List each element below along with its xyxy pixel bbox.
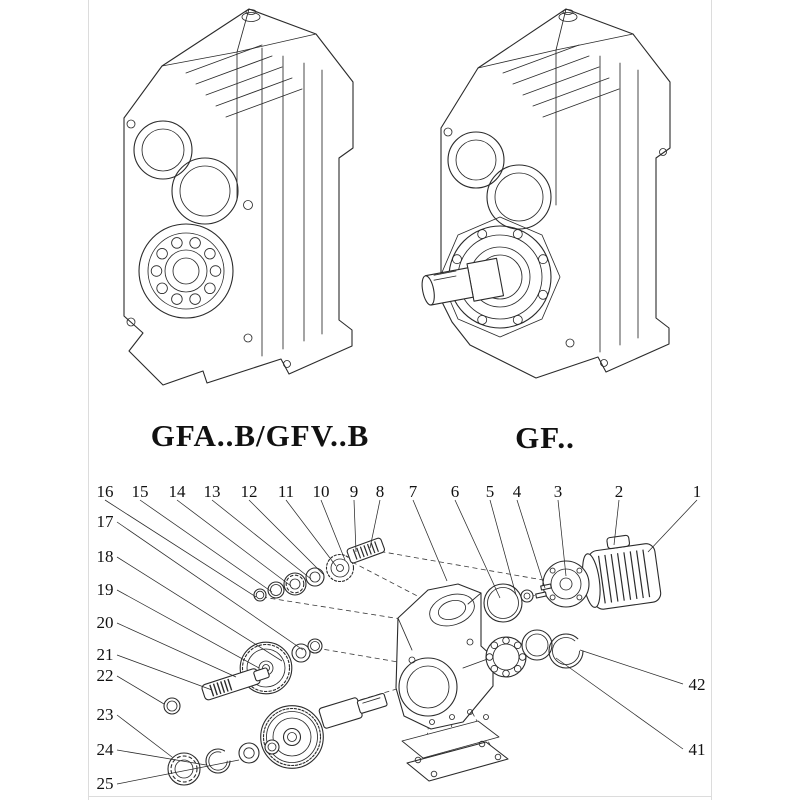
intermediate-washer — [291, 643, 311, 663]
input-ring — [267, 581, 285, 599]
callout-19: 19 — [97, 580, 114, 599]
callout-13: 13 — [204, 482, 221, 501]
lower-washer — [238, 742, 260, 764]
output-gear — [260, 705, 324, 769]
output-bearing — [485, 636, 527, 678]
output-shaft-exploded — [318, 692, 388, 729]
gear-housing — [395, 583, 494, 730]
intermediate-pinion-shaft — [201, 667, 270, 701]
callout-18: 18 — [97, 547, 114, 566]
callout-24: 24 — [97, 740, 115, 759]
leader-lines — [104, 499, 698, 785]
callout-22: 22 — [97, 666, 114, 685]
page-edge-bottom — [88, 796, 712, 797]
intermediate-gear — [239, 641, 293, 695]
callout-23: 23 — [97, 705, 114, 724]
callout-4: 4 — [513, 482, 522, 501]
callout-2: 2 — [615, 482, 624, 501]
callout-7: 7 — [409, 482, 418, 501]
intermediate-ring — [307, 638, 323, 654]
callout-9: 9 — [350, 482, 359, 501]
motor-bolts — [535, 583, 552, 599]
callout-25: 25 — [97, 774, 114, 793]
callout-21: 21 — [97, 645, 114, 664]
callout-14: 14 — [169, 482, 187, 501]
callout-12: 12 — [241, 482, 258, 501]
lower-bearing — [167, 752, 201, 786]
callout-numbers: 16 15 14 13 12 11 10 9 8 7 6 5 4 3 2 1 1… — [97, 482, 706, 793]
motor-flange — [542, 560, 590, 608]
callout-15: 15 — [132, 482, 149, 501]
cover-bolts — [429, 709, 489, 725]
spacer-ring — [521, 629, 553, 661]
lower-snap-ring — [205, 748, 231, 774]
bottom-cover — [406, 740, 509, 782]
lower-ring — [264, 739, 280, 755]
page-edge-right — [711, 0, 712, 800]
callout-20: 20 — [97, 613, 114, 632]
callout-1: 1 — [693, 482, 702, 501]
input-pinion-gear — [325, 553, 355, 583]
callout-3: 3 — [554, 482, 563, 501]
callout-41: 41 — [689, 740, 706, 759]
model-label-right: GF.. — [515, 420, 575, 455]
callout-10: 10 — [313, 482, 330, 501]
input-washer — [305, 567, 325, 587]
callout-11: 11 — [278, 482, 294, 501]
callout-16: 16 — [97, 482, 114, 501]
input-spline-shaft — [346, 537, 386, 564]
bottom-gasket — [401, 720, 500, 759]
gearbox-solid-shaft-drawing — [421, 8, 671, 379]
shaft-seal-ring — [520, 589, 534, 603]
snap-ring-right — [548, 633, 584, 669]
motor — [582, 534, 662, 610]
output-shaft — [421, 257, 505, 306]
page-edge-left — [88, 0, 89, 800]
input-bearing — [283, 572, 307, 596]
side-seal-ring — [163, 697, 181, 715]
callout-6: 6 — [451, 482, 460, 501]
input-ring-small — [253, 588, 267, 602]
callout-5: 5 — [486, 482, 495, 501]
hollow-shaft-bearing — [138, 223, 234, 319]
callout-42: 42 — [689, 675, 706, 694]
model-label-left: GFA..B/GFV..B — [150, 418, 370, 453]
input-gasket-ring — [483, 583, 523, 623]
callout-17: 17 — [97, 512, 115, 531]
callout-8: 8 — [376, 482, 385, 501]
exploded-view-drawing: 16 15 14 13 12 11 10 9 8 7 6 5 4 3 2 1 1… — [97, 482, 706, 793]
gearbox-hollow-shaft-drawing — [123, 8, 354, 386]
